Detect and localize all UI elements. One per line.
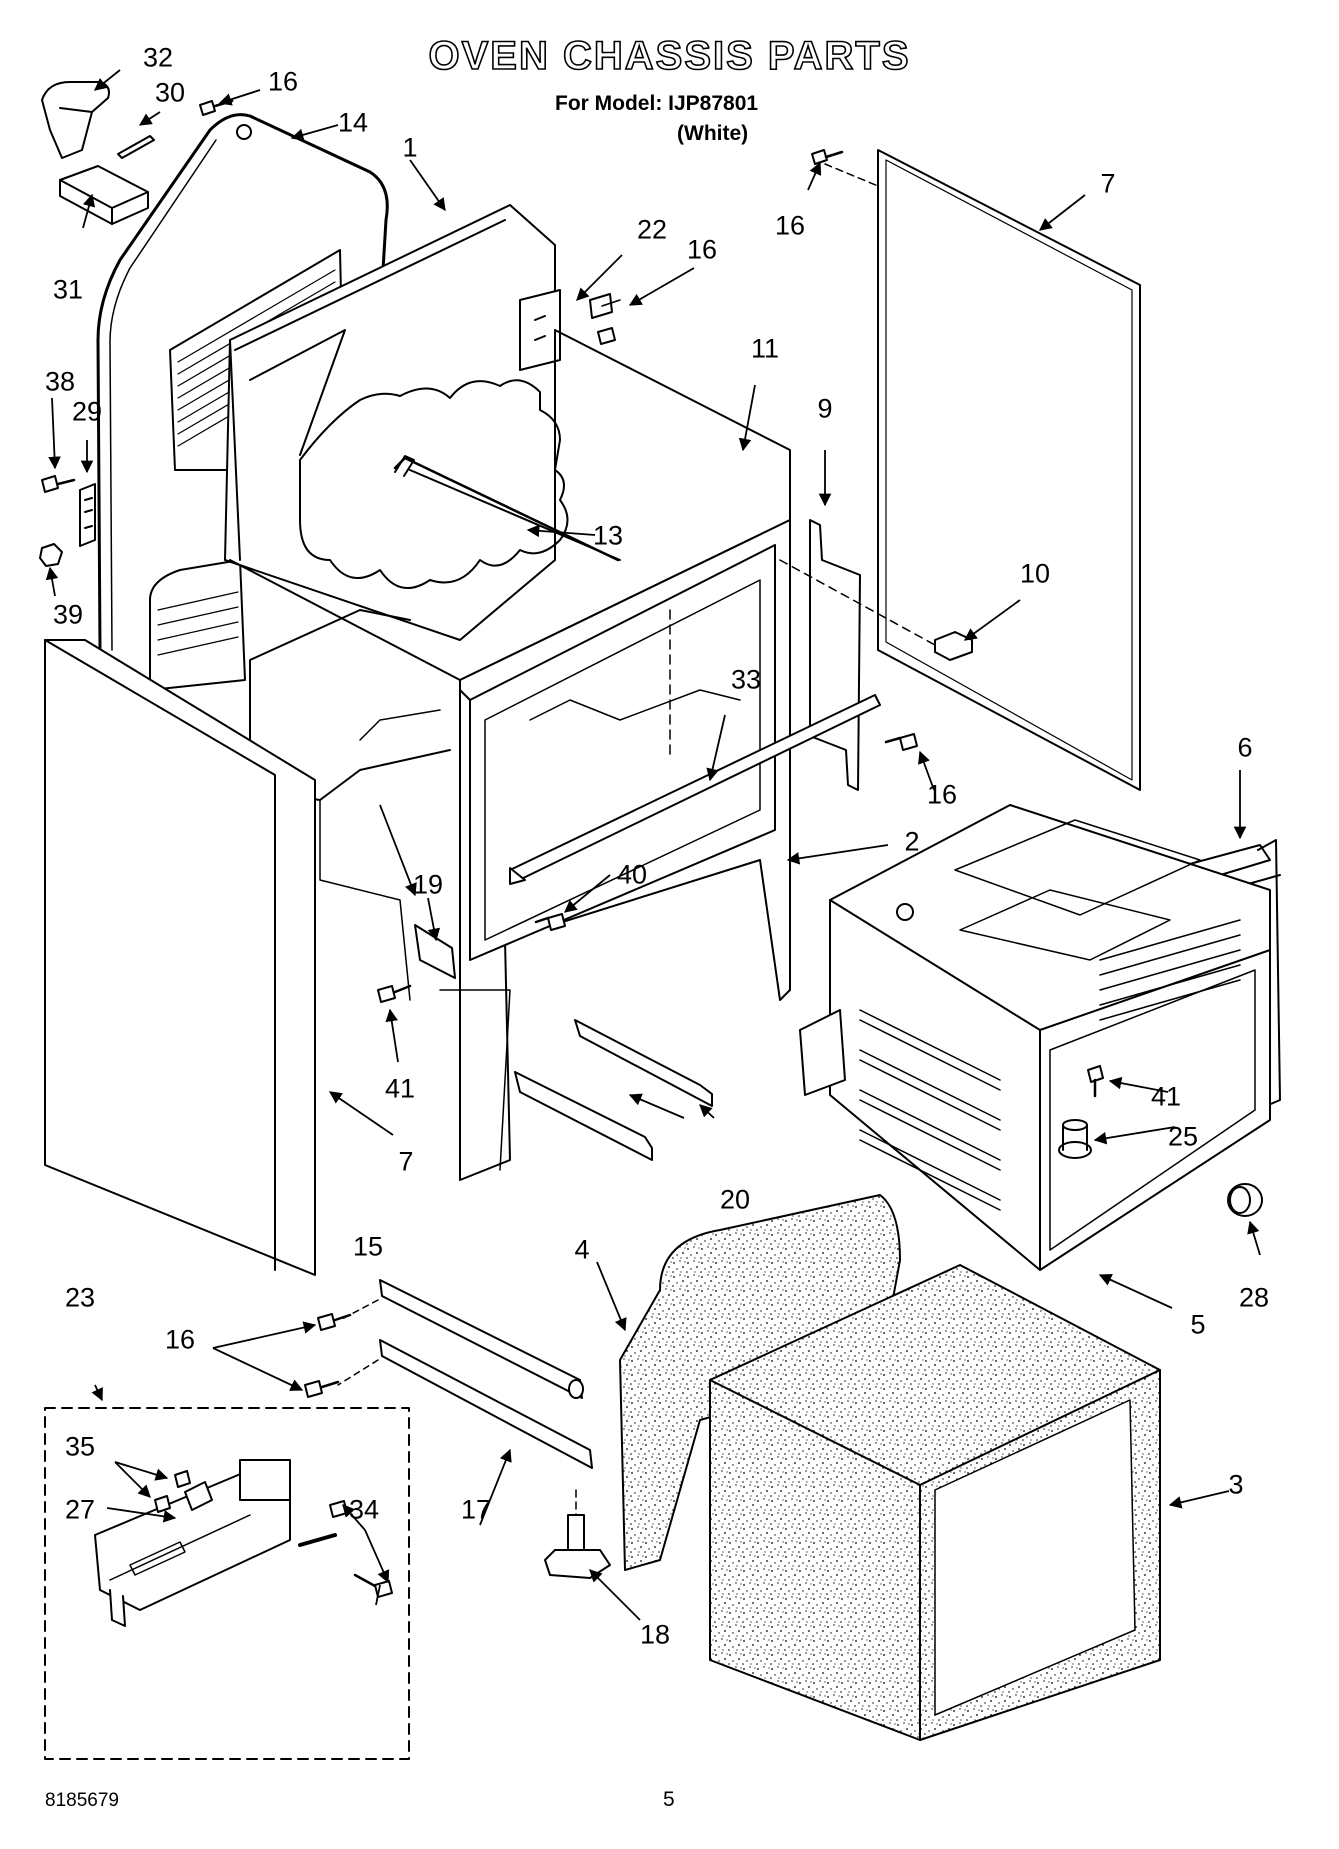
callout-16: 16 [686, 234, 718, 265]
callout-40: 40 [616, 859, 648, 890]
callout-20: 20 [719, 1184, 751, 1215]
model-line: For Model: IJP87801 [555, 92, 759, 115]
callout-2: 2 [904, 826, 920, 857]
part-14-rod [96, 113, 389, 652]
part-20-runners [514, 1019, 713, 1161]
part-7-left-side-panel [44, 639, 316, 1276]
callout-25: 25 [1167, 1121, 1199, 1152]
callout-33: 33 [730, 664, 762, 695]
part-31-pad [59, 165, 149, 225]
part-5-oven-liner [799, 804, 1271, 1271]
callout-14: 14 [337, 107, 369, 138]
part-38-screw [41, 475, 76, 493]
color-line: (White) [677, 122, 749, 145]
part-29-hinge [79, 483, 96, 547]
part-23-igniter-assembly [94, 1459, 337, 1627]
part-17-rail [379, 1339, 593, 1469]
callout-1: 1 [402, 132, 418, 163]
callout-16: 16 [164, 1324, 196, 1355]
callout-30: 30 [154, 77, 186, 108]
part-3-insulation-blanket [709, 1264, 1161, 1741]
callout-32: 32 [142, 42, 174, 73]
callout-7: 7 [398, 1146, 414, 1177]
callout-22: 22 [636, 214, 668, 245]
part-7-right-side-panel [824, 149, 1141, 791]
callout-23: 23 [64, 1282, 96, 1313]
callout-31: 31 [52, 274, 84, 305]
callout-15: 15 [352, 1231, 384, 1262]
doc-number: 8185679 [45, 1790, 119, 1811]
callout-41: 41 [384, 1073, 416, 1104]
part-10-spacer [779, 559, 973, 661]
callout-11: 11 [750, 333, 780, 364]
part-25-sensor [1058, 1119, 1092, 1159]
callout-3: 3 [1228, 1469, 1244, 1500]
part-39-nut [39, 543, 63, 567]
part-15-rail [379, 1279, 584, 1399]
page-title: OVEN CHASSIS PARTS [428, 33, 911, 79]
part-33-cross-rail [509, 609, 881, 885]
callout-13: 13 [592, 520, 624, 551]
callout-10: 10 [1019, 558, 1051, 589]
callout-16: 16 [774, 210, 806, 241]
callout-9: 9 [817, 393, 833, 424]
part-30-strip [117, 135, 155, 159]
part-18-leveling-leg [544, 1489, 611, 1579]
callout-35: 35 [64, 1431, 96, 1462]
callout-34: 34 [348, 1494, 380, 1525]
part-13-rod [393, 456, 620, 562]
screws [154, 99, 1104, 1598]
callout-38: 38 [44, 366, 76, 397]
callout-27: 27 [64, 1494, 96, 1525]
callout-7: 7 [1100, 168, 1116, 199]
part-28-cap [1227, 1183, 1263, 1217]
callout-18: 18 [639, 1619, 671, 1650]
callout-4: 4 [574, 1234, 590, 1265]
callout-29: 29 [71, 396, 103, 427]
part-9-strip [809, 519, 861, 791]
part-32-bumper [41, 81, 110, 159]
callout-5: 5 [1190, 1309, 1206, 1340]
callout-17: 17 [460, 1494, 492, 1525]
callout-6: 6 [1237, 732, 1253, 763]
callout-19: 19 [412, 869, 444, 900]
callout-41: 41 [1150, 1081, 1182, 1112]
page-number: 5 [663, 1788, 675, 1811]
part-1-top-frame [224, 204, 621, 641]
callout-16: 16 [926, 779, 958, 810]
leader-arrows [45, 69, 1261, 1621]
callout-39: 39 [52, 599, 84, 630]
callout-16: 16 [267, 66, 299, 97]
callout-28: 28 [1238, 1282, 1270, 1313]
